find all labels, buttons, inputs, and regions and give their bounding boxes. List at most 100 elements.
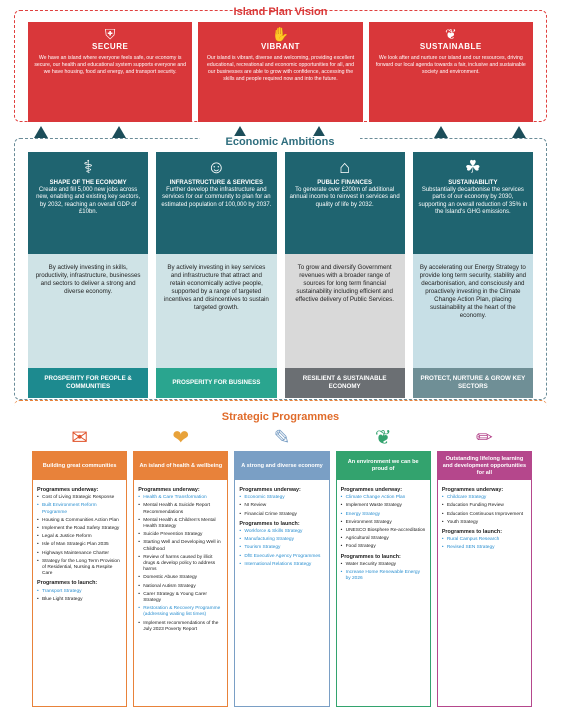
- hands-icon: ✋: [271, 26, 290, 42]
- strat-body: Programmes underway: Economic Strategy NI …: [235, 480, 328, 574]
- list-item[interactable]: Childcare Strategy: [442, 495, 527, 501]
- list-item: Education Funding Review: [442, 503, 527, 509]
- list-item[interactable]: Tourism Strategy: [239, 545, 324, 551]
- vision-label: SECURE: [91, 42, 129, 51]
- econ-top: ⚕ SHAPE OF THE ECONOMY Create and fill 5…: [28, 152, 149, 254]
- list-item: Education Continuous Improvement: [442, 512, 527, 518]
- list-item[interactable]: Workforce & Skills Strategy: [239, 529, 324, 535]
- strat-list: Transport StrategyBlue Light Strategy: [37, 589, 122, 604]
- econ-bottom: PROSPERITY FOR BUSINESS: [156, 368, 277, 398]
- list-item: Financial Crime Strategy: [239, 512, 324, 518]
- strat-head: An island of health & wellbeing: [134, 452, 228, 480]
- leaf-icon: ❦: [374, 427, 392, 449]
- list-item[interactable]: Rural Campus Research: [442, 537, 527, 543]
- up-arrow-icon: [34, 126, 48, 138]
- strat-subheading: Programmes to launch:: [239, 520, 300, 527]
- list-item: Domestic Abuse Strategy: [138, 575, 223, 581]
- strat-subheading: Programmes to launch:: [340, 553, 401, 560]
- vision-box-sustainable: ❦ SUSTAINABLE We look after and nurture …: [368, 22, 533, 122]
- strat-list: Childcare StrategyEducation Funding Revi…: [442, 495, 527, 526]
- strat-list: Economic Strategy NI ReviewFinancial Crim…: [239, 495, 324, 518]
- document-icon: ✉: [71, 427, 88, 449]
- people-icon: ☺: [207, 157, 226, 177]
- strat-subheading: Programmes underway:: [239, 487, 301, 493]
- list-item[interactable]: Health & Care Transformation: [138, 495, 223, 501]
- list-item[interactable]: Increase Home Renewable Energy by 2026: [341, 570, 426, 582]
- list-item: Carer Strategy & Young Carer Strategy: [138, 592, 223, 604]
- strat-subheading: Programmes underway:: [441, 487, 504, 493]
- strat-subheading: Programmes to launch:: [37, 580, 98, 587]
- econ-head: PUBLIC FINANCES: [317, 180, 372, 186]
- strat-body: Programmes underway: Childcare StrategyEd…: [438, 480, 531, 558]
- list-item[interactable]: Climate Change Action Plan: [341, 495, 426, 501]
- list-item: Food Strategy: [341, 544, 426, 550]
- vision-box-secure: ⛨ SECURE We have an island where everyon…: [28, 22, 193, 122]
- econ-bottom: PROSPERITY FOR PEOPLE & COMMUNITIES: [28, 368, 149, 398]
- econ-mid: To grow and diversify Government revenue…: [284, 254, 405, 368]
- vision-title: Island Plan Vision: [233, 6, 328, 18]
- shield-heart-icon: ❤: [172, 427, 190, 449]
- vision-text: We have an island where everyone feels s…: [34, 55, 186, 75]
- econ-desc: To generate over £200m of additional ann…: [289, 187, 400, 208]
- list-item: Cost of Living Strategic Response: [37, 495, 122, 501]
- econ-head: SHAPE OF THE ECONOMY: [49, 180, 127, 186]
- list-item: Environment Strategy: [341, 520, 426, 526]
- strat-subheading: Programmes to launch:: [441, 529, 503, 536]
- list-item[interactable]: International Relations Strategy: [239, 562, 324, 568]
- list-item: National Autism Strategy: [138, 584, 223, 590]
- vision-label: SUSTAINABLE: [419, 42, 482, 51]
- strat-body: Programmes underway: Cost of Living Strat…: [33, 480, 126, 609]
- strat-body: Programmes underway: Climate Change Actio…: [337, 480, 430, 588]
- econ-desc: Substantially decarbonise the services p…: [418, 187, 528, 215]
- plant-hand-icon: ☘: [464, 157, 481, 177]
- leaf-icon: ❦: [444, 26, 457, 42]
- list-item: Implement the Road Safety Strategy: [37, 526, 122, 532]
- econ-col-sustainability: ☘ SUSTAINABILITY Substantially decarboni…: [412, 152, 533, 398]
- list-item[interactable]: Revised SEN Strategy: [442, 545, 527, 551]
- list-item: Isle of Man Strategic Plan 2035: [37, 542, 122, 548]
- strat-subheading: Programmes underway:: [340, 487, 403, 493]
- list-item: Mental Health & Suicide Report Recommend…: [138, 503, 223, 515]
- list-item: Agricultural Strategy: [341, 536, 426, 542]
- vision-label: VIBRANT: [260, 42, 301, 51]
- strat-head: A strong and diverse economy: [235, 452, 329, 480]
- list-item: NI Review: [239, 503, 324, 509]
- list-item[interactable]: DfE Executive Agency Programmes: [239, 554, 324, 560]
- pencil-icon: ✏: [476, 427, 493, 449]
- list-item: Starting Well and Developing Well in Chi…: [138, 540, 223, 552]
- list-item[interactable]: Manufacturing Strategy: [239, 537, 324, 543]
- list-item: Suicide Prevention Strategy: [138, 532, 223, 538]
- strat-list: Climate Change Action PlanImplement Wast…: [341, 495, 426, 551]
- list-item[interactable]: Built Environment Reform Programme: [37, 503, 122, 515]
- strat-subheading: Programmes underway:: [37, 487, 99, 493]
- up-arrow-icon: [312, 126, 326, 138]
- strat-head: Building great communities: [33, 452, 127, 480]
- vision-box-vibrant: ✋ VIBRANT Our island is vibrant, diverse…: [198, 22, 363, 122]
- up-arrow-icon: [112, 126, 126, 138]
- list-item: Highways Maintenance Charter: [37, 551, 122, 557]
- vision-row: ⛨ SECURE We have an island where everyon…: [14, 22, 547, 122]
- econ-desc: Further develop the infrastructure and s…: [161, 187, 272, 208]
- strat-list: Rural Campus ResearchRevised SEN Strateg…: [442, 537, 527, 552]
- list-item[interactable]: Economic Strategy: [239, 495, 324, 501]
- list-item[interactable]: Restoration & Recovery Programme (addres…: [138, 606, 223, 618]
- list-item[interactable]: Transport Strategy: [37, 589, 122, 595]
- bank-icon: ⌂: [339, 157, 351, 177]
- strat-frame: [14, 400, 547, 712]
- vision-text: Our island is vibrant, diverse and welco…: [206, 55, 355, 82]
- list-item: Mental Health & Children's Mental Health…: [138, 518, 223, 530]
- list-item[interactable]: Energy Strategy: [341, 512, 426, 518]
- econ-col-finances: ⌂ PUBLIC FINANCES To generate over £200m…: [284, 152, 405, 398]
- strat-card: Outstanding lifelong learning and develo…: [436, 451, 533, 707]
- econ-head: INFRASTRUCTURE & SERVICES: [169, 180, 263, 186]
- list-item: Strategy for the Long Term Provision of …: [37, 559, 122, 578]
- econ-columns: ⚕ SHAPE OF THE ECONOMY Create and fill 5…: [28, 152, 533, 398]
- econ-top: ☺ INFRASTRUCTURE & SERVICES Further deve…: [156, 152, 277, 254]
- econ-desc: Create and fill 5,000 new jobs across ne…: [36, 187, 141, 215]
